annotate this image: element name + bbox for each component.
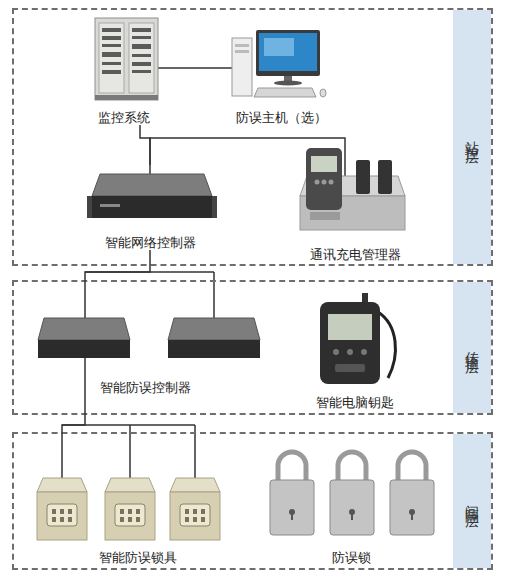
device-label: 监控系统 — [65, 110, 182, 125]
bus-line — [62, 395, 85, 470]
layer-band: 监控系统防误主机（选）智能网络控制器通讯充电管理器站控层 — [12, 8, 493, 266]
padlock-illustration — [270, 452, 434, 535]
device-node: 监控系统 — [85, 15, 162, 125]
layer-band: 智能防误控制器智能电脑钥匙传输层 — [12, 280, 493, 415]
device-node: 防误主机（选） — [228, 25, 335, 125]
device-label: 智能防误控制器 — [5, 380, 285, 395]
layer-title: 间隔层 — [453, 434, 491, 568]
charger-illustration — [300, 148, 405, 230]
computer-illustration — [232, 30, 326, 97]
bus-line — [140, 125, 150, 165]
device-node: 智能网络控制器 — [60, 165, 240, 250]
bus-line — [150, 138, 345, 165]
layer-title: 站控层 — [453, 10, 491, 264]
device-label: 智能防误锁具 — [5, 550, 270, 565]
bus-line — [162, 67, 228, 69]
controller-illustration — [87, 174, 217, 218]
device-node: 智能电脑钥匙 — [290, 293, 420, 410]
controller-illustration — [38, 318, 260, 358]
device-label: 防误锁 — [242, 550, 460, 565]
lock-illustration — [37, 478, 220, 540]
key-illustration — [320, 293, 395, 384]
device-node: 智能防误锁具 — [25, 470, 250, 565]
layer-title: 传输层 — [453, 282, 491, 413]
device-node: 智能防误控制器 — [25, 300, 265, 395]
device-label: 通讯充电管理器 — [270, 247, 440, 262]
cabinet-illustration — [95, 18, 158, 100]
device-label: 智能网络控制器 — [40, 235, 260, 250]
device-node: 防误锁 — [262, 445, 440, 565]
device-label: 防误主机（选） — [208, 110, 355, 125]
device-label: 智能电脑钥匙 — [270, 395, 440, 410]
bus-wires — [62, 68, 345, 478]
device-node: 通讯充电管理器 — [290, 145, 420, 262]
bus-line — [85, 250, 150, 300]
layer-band: 智能防误锁具防误锁间隔层 — [12, 432, 493, 570]
